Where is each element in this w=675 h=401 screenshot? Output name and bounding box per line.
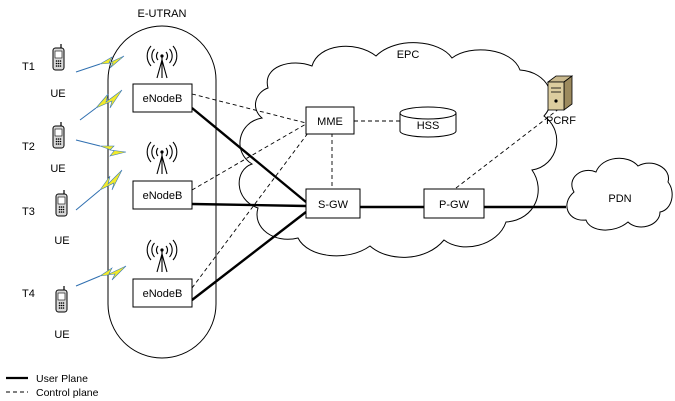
pdn-label: PDN — [608, 193, 631, 205]
legend-control-plane-label: Control plane — [36, 387, 99, 399]
terminal-t1: T1 UE — [22, 43, 66, 100]
device-label: UE — [50, 88, 65, 100]
device-label: UE — [50, 163, 65, 175]
link-enodeb3-mme — [191, 132, 309, 289]
terminal-t3: T3 UE — [22, 189, 70, 247]
legend-user-plane-label: User Plane — [36, 373, 88, 385]
phone-icon — [52, 43, 65, 71]
link-enodeb1-sgw — [191, 107, 307, 203]
mme-node: MME — [305, 106, 355, 135]
server-icon — [546, 75, 574, 111]
pcrf-node: PCRF — [546, 75, 576, 127]
enodeb-2: eNodeB — [132, 141, 193, 210]
hss-label: HSS — [417, 120, 440, 132]
enodeb-2-label: eNodeB — [143, 190, 183, 202]
user-plane-links — [191, 107, 566, 301]
terminal-t4: T4 UE — [22, 285, 70, 341]
pcrf-label: PCRF — [546, 115, 576, 127]
enodeb-1-label: eNodeB — [143, 93, 183, 105]
enodeb-1: eNodeB — [132, 45, 193, 113]
sgw-node: S-GW — [305, 188, 361, 219]
control-plane-links — [191, 93, 561, 289]
terminal-t2: T2 UE — [22, 121, 66, 175]
phone-icon — [52, 121, 65, 149]
enodeb-3-label: eNodeB — [143, 288, 183, 300]
pgw-node: P-GW — [423, 188, 485, 219]
terminal-label: T4 — [22, 288, 35, 300]
link-pgw-pcrf — [455, 107, 561, 189]
link-enodeb1-mme — [191, 93, 307, 124]
pgw-label: P-GW — [439, 199, 470, 211]
link-enodeb3-sgw — [191, 211, 307, 301]
terminal-label: T2 — [22, 141, 35, 153]
phone-icon — [55, 285, 68, 313]
link-enodeb2-sgw — [191, 202, 307, 208]
terminal-label: T1 — [22, 61, 35, 73]
radio-links — [75, 55, 127, 287]
device-label: UE — [54, 329, 69, 341]
epc-label: EPC — [397, 49, 420, 61]
device-label: UE — [54, 235, 69, 247]
hss-node: HSS — [399, 106, 457, 138]
enodeb-3: eNodeB — [132, 239, 193, 308]
sgw-label: S-GW — [318, 199, 349, 211]
legend: User Plane Control plane — [6, 373, 99, 399]
link-enodeb2-mme — [191, 123, 307, 191]
terminal-label: T3 — [22, 206, 35, 218]
mme-label: MME — [317, 116, 343, 128]
phone-icon — [55, 189, 68, 217]
epc-cloud: EPC — [238, 42, 558, 258]
pdn-cloud: PDN — [566, 157, 673, 231]
eutran-label: E-UTRAN — [138, 8, 187, 20]
